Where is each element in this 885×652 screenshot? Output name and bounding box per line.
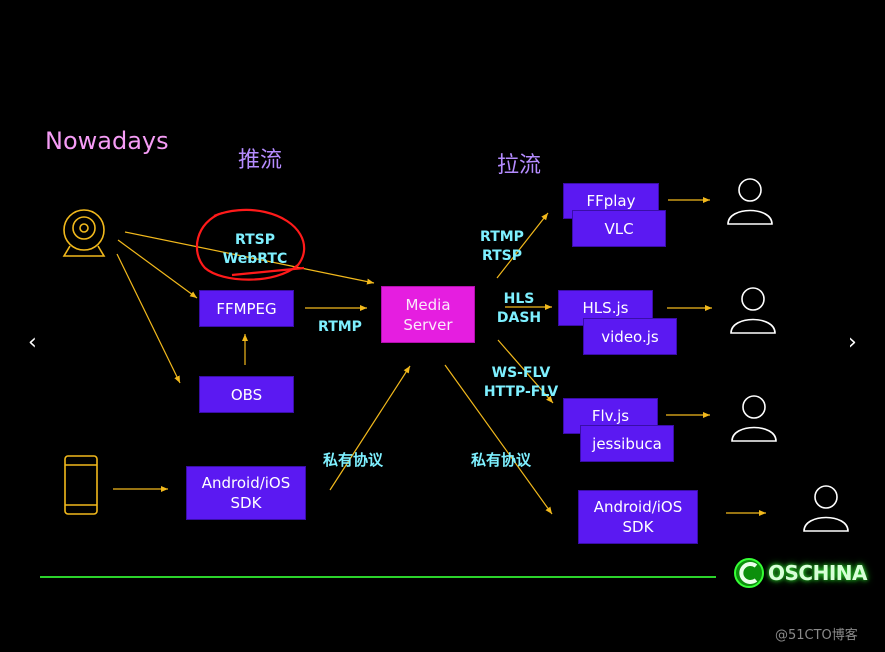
label-private-protocol-push: 私有协议: [323, 451, 384, 469]
prev-slide-button[interactable]: ‹: [28, 330, 37, 355]
arrow-webcam-to-ffmpeg: [117, 239, 198, 299]
section-push-title: 推流: [238, 148, 283, 173]
watermark: @51CTO博客: [775, 628, 858, 643]
arrow-media-to-flvjs: [497, 339, 554, 404]
user-icon: [730, 287, 776, 334]
section-pull-title: 拉流: [497, 153, 542, 178]
label-hls-dash: HLS DASH: [496, 291, 542, 326]
android-ios-sdk-pull-box: Android/iOS SDK: [578, 490, 698, 544]
user-icon: [803, 485, 849, 532]
oschina-logo-icon: [734, 558, 764, 588]
arrow-media-to-ffplay: [496, 212, 549, 279]
videojs-box: video.js: [583, 318, 677, 355]
label-rtsp-webrtc: RTSP WebRTC: [222, 232, 288, 267]
label-ws-http-flv: WS-FLV HTTP-FLV: [483, 365, 559, 400]
ffplay-box: FFplay: [563, 183, 659, 219]
android-ios-sdk-push-box: Android/iOS SDK: [186, 466, 306, 520]
webcam-icon: [62, 209, 106, 257]
ffmpeg-box: FFMPEG: [199, 290, 294, 327]
page-title: Nowadays: [45, 127, 169, 155]
user-icon: [731, 395, 777, 442]
user-icon: [727, 178, 773, 225]
connector-arrows: [113, 197, 766, 516]
arrow-sdk-to-media: [329, 365, 411, 491]
label-rtmp-rtsp: RTMP RTSP: [480, 229, 524, 264]
label-rtmp-push: RTMP: [318, 319, 362, 335]
annotation-circle: [195, 208, 306, 281]
arrow-media-to-sdk-right: [444, 364, 553, 515]
arrow-webcam-to-obs: [116, 253, 181, 384]
next-slide-button[interactable]: ›: [848, 330, 857, 355]
media-server-box: Media Server: [381, 286, 475, 343]
vlc-box: VLC: [572, 210, 666, 247]
phone-icon: [64, 455, 98, 515]
label-private-protocol-pull: 私有协议: [471, 451, 532, 469]
oschina-brand: OSCHINA: [768, 561, 867, 585]
arrow-webcam-to-media: [124, 231, 375, 285]
obs-box: OBS: [199, 376, 294, 413]
jessibuca-box: jessibuca: [580, 425, 674, 462]
